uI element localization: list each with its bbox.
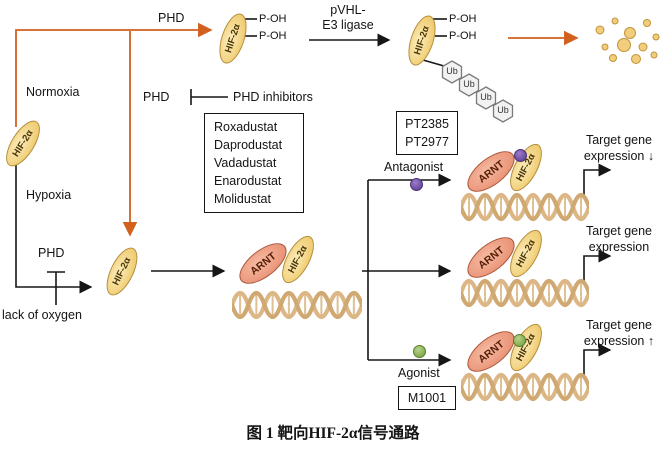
p-oh-label: P-OH xyxy=(259,13,287,25)
agonist-bound-dot xyxy=(513,334,526,347)
ub-label: Ub xyxy=(446,66,458,76)
dna-helix-top xyxy=(461,192,589,222)
phd-inhibitor-item: Roxadustat xyxy=(214,120,278,134)
p-oh-label: P-OH xyxy=(449,13,477,25)
agonist-label: Agonist xyxy=(398,366,440,380)
ub-hexagon xyxy=(475,86,497,110)
figure-caption: 图 1 靶向HIF-2α信号通路 xyxy=(246,425,420,442)
phd-inhibitor-item: Daprodustat xyxy=(214,138,283,152)
outcome-line: expression xyxy=(588,240,650,254)
p-oh-label: P-OH xyxy=(259,30,287,42)
outcome-line: Target gene xyxy=(585,318,653,332)
transcription-arrow-middle xyxy=(583,249,612,283)
pvhl-line2: E3 ligase xyxy=(322,18,374,32)
hif2a-label: HIF-2α xyxy=(412,24,432,57)
antagonist-drug-item: PT2385 xyxy=(405,117,449,131)
agonist-drug-item: M1001 xyxy=(407,391,447,405)
ubiquitin-chain xyxy=(441,60,514,123)
antagonist-drugs-box: PT2385 PT2977 xyxy=(396,111,458,155)
normoxia-label: Normoxia xyxy=(26,85,80,99)
outcome-antagonist: Target gene expression ↓ xyxy=(570,132,666,164)
dna-helix-main xyxy=(232,290,362,320)
ub-hexagon xyxy=(492,99,514,123)
phd-label-bottom: PHD xyxy=(38,246,65,260)
outcome-normal: Target gene expression xyxy=(570,223,666,255)
degraded-protein-dots xyxy=(595,17,660,64)
antagonist-label: Antagonist xyxy=(384,160,444,174)
ub-label: Ub xyxy=(480,92,492,102)
ub-label: Ub xyxy=(497,105,509,115)
ub-hexagon xyxy=(458,73,480,97)
outcome-agonist: Target gene expression ↑ xyxy=(570,317,666,349)
normoxia-degradation-route xyxy=(15,22,579,237)
agonist-molecule-dot xyxy=(413,345,426,358)
hypoxia-stabilization-arrow xyxy=(15,163,93,294)
pvhl-e3-ligase-label: pVHL- E3 ligase xyxy=(310,3,386,33)
transcription-arrow-top xyxy=(583,163,612,197)
antagonist-molecule-dot xyxy=(410,178,423,191)
black-connectors xyxy=(15,18,612,377)
phd-label-middle: PHD xyxy=(143,90,170,104)
normoxia-to-phd-arrow xyxy=(15,22,213,127)
antagonist-bound-dot xyxy=(514,149,527,162)
phd-inhibitor-item: Vadadustat xyxy=(214,156,277,170)
ub-hexagon xyxy=(441,60,463,84)
outcome-line: expression ↓ xyxy=(583,149,655,163)
ub-label: Ub xyxy=(463,79,475,89)
dna-helix-middle xyxy=(461,278,589,308)
phd-label-top: PHD xyxy=(158,11,185,25)
hypoxia-label: Hypoxia xyxy=(26,188,72,202)
pvhl-line1: pVHL- xyxy=(330,3,366,17)
dna-helix-bottom xyxy=(461,372,589,402)
agonist-drug-box: M1001 xyxy=(398,386,456,410)
outcome-line: Target gene xyxy=(585,133,653,147)
phd-inhibitor-item: Enarodustat xyxy=(214,174,282,188)
lack-of-oxygen-label: lack of oxygen xyxy=(2,308,82,322)
phd-inhibitors-box: Roxadustat Daprodustat Vadadustat Enarod… xyxy=(204,113,304,213)
p-oh-label: P-OH xyxy=(449,30,477,42)
antagonist-drug-item: PT2977 xyxy=(405,135,449,149)
phd-inhibitor-item: Molidustat xyxy=(214,192,271,206)
transcription-arrow-bottom xyxy=(583,343,612,377)
hif2a-label: HIF-2α xyxy=(223,22,243,55)
outcome-line: Target gene xyxy=(585,224,653,238)
phd-inhibitors-label: PHD inhibitors xyxy=(233,90,313,104)
outcome-line: expression ↑ xyxy=(583,334,655,348)
